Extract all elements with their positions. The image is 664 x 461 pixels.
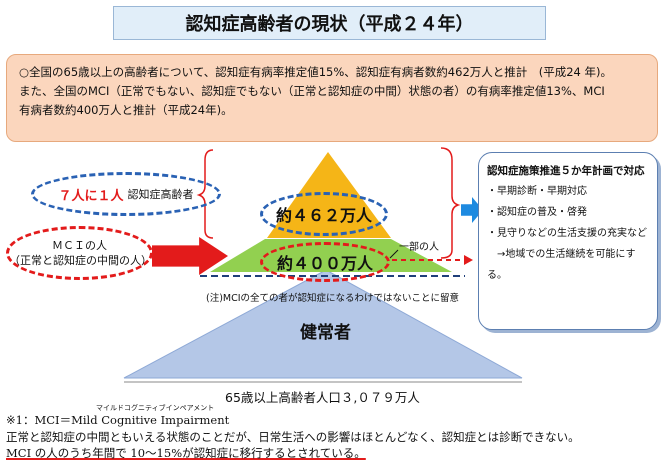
dementia-ratio-oval: ７人に１人 認知症高齢者 bbox=[31, 172, 221, 216]
mci-count-oval: 約４００万人 bbox=[260, 242, 390, 282]
plan-item: ・見守りなどの生活支援の充実など bbox=[487, 228, 647, 239]
dementia-count-oval: 約４６２万人 bbox=[260, 192, 388, 236]
plan-item: →地域での生活継続を可能にする。 bbox=[487, 249, 636, 281]
part-note: 一部の人 bbox=[399, 242, 439, 253]
summary-line-1: ○全国の65歳以上の高齢者について、認知症有病率推定値15%、認知症有病者数約4… bbox=[19, 65, 613, 79]
plan-box: 認知症施策推進５か年計画で対応 ・早期診断・早期対応 ・認知症の普及・啓発 ・見… bbox=[478, 152, 658, 330]
footnote-line-1: ※1：MCI＝Mild Cognitive Impairment bbox=[6, 413, 230, 427]
mci-arrowhead bbox=[464, 255, 473, 265]
ruby-reading: マイルドコグニティブインペアメント bbox=[96, 404, 215, 412]
mci-label-line2: （正常と認知症の中間の人） bbox=[9, 254, 152, 267]
right-brace-dementia bbox=[440, 147, 461, 259]
plan-item: ・早期診断・早期対応 bbox=[487, 186, 587, 197]
plan-item: ・認知症の普及・啓発 bbox=[487, 207, 587, 218]
dementia-label: 認知症高齢者 bbox=[127, 188, 194, 201]
population-label: 65歳以上高齢者人口３,０７９万人 bbox=[225, 390, 420, 405]
page-title: 認知症高齢者の現状（平成２４年） bbox=[113, 6, 546, 40]
footnote-line-3: MCI の人のうち年間で 10～15%が認知症に移行するとされている。 bbox=[6, 446, 366, 460]
summary-line-3: 有病者数約400万人と推計（平成24年)。 bbox=[19, 103, 233, 117]
mci-label-line1: ＭＣＩの人 bbox=[52, 239, 107, 252]
healthy-label: 健常者 bbox=[300, 323, 351, 343]
plan-title: 認知症施策推進５か年計画で対応 bbox=[487, 165, 645, 177]
summary-line-2: また、全国のMCI（正常でもない、認知症でもない（正常と認知症の中間）状態の者）… bbox=[19, 84, 605, 98]
mci-person-oval: ＭＣＩの人 （正常と認知症の中間の人） bbox=[6, 226, 153, 280]
pyramid-base-healthy bbox=[123, 269, 523, 379]
summary-box: ○全国の65歳以上の高齢者について、認知症有病率推定値15%、認知症有病者数約4… bbox=[6, 54, 658, 142]
part-connector-line bbox=[389, 249, 399, 259]
mci-caution-note: (注)MCIの全ての者が認知症になるわけではないことに留意 bbox=[206, 293, 460, 304]
dementia-ratio-text: ７人に１人 bbox=[58, 188, 124, 204]
footnote-line-2: 正常と認知症の中間ともいえる状態のことだが、日常生活への影響はほとんどなく、認知… bbox=[6, 430, 580, 444]
